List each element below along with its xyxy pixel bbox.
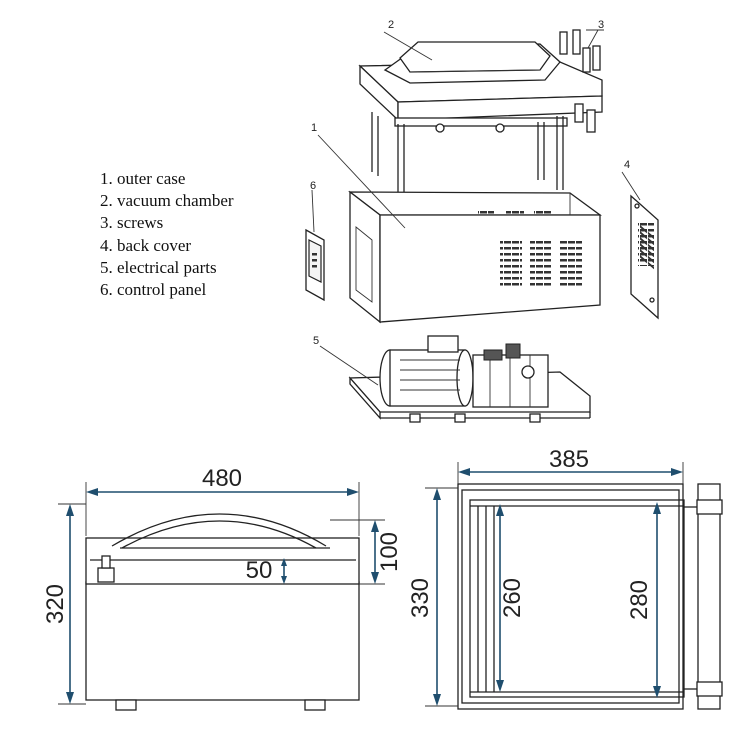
callout-4: 4 — [624, 159, 630, 171]
back-cover-part — [630, 194, 659, 320]
vacuum-chamber-part — [358, 41, 603, 194]
dimension-385: 385 — [549, 446, 589, 473]
callout-1: 1 — [311, 122, 317, 134]
legend-item: 4. back cover — [100, 235, 192, 255]
callouts: 1 2 3 4 5 6 — [310, 19, 641, 386]
dimension-330: 330 — [407, 578, 434, 618]
dimension-50: 50 — [246, 557, 273, 584]
legend-item: 2. vacuum chamber — [100, 191, 234, 211]
legend-item: 3. screws — [100, 213, 164, 233]
top-view: 385 330 260 280 — [407, 446, 723, 710]
dimension-260: 260 — [499, 578, 526, 618]
parts-legend: 1. outer case 2. vacuum chamber 3. screw… — [100, 168, 234, 301]
callout-2: 2 — [388, 19, 394, 31]
legend-item: 5. electrical parts — [100, 257, 217, 277]
legend-item: 6. control panel — [100, 280, 207, 300]
dimension-320: 320 — [42, 584, 69, 624]
callout-6: 6 — [310, 180, 316, 192]
dimension-280: 280 — [626, 580, 653, 620]
front-view: 480 320 100 50 — [42, 465, 403, 711]
callout-3: 3 — [598, 19, 604, 31]
control-panel-part — [305, 228, 325, 302]
callout-5: 5 — [313, 335, 319, 347]
legend-item: 1. outer case — [100, 169, 186, 188]
electrical-parts-part — [348, 335, 591, 423]
dimension-480: 480 — [202, 465, 242, 492]
dimension-100: 100 — [376, 532, 403, 572]
exploded-view: 1 2 3 4 5 6 — [305, 19, 659, 423]
screws-part — [559, 29, 604, 73]
outer-case-part — [348, 190, 602, 324]
